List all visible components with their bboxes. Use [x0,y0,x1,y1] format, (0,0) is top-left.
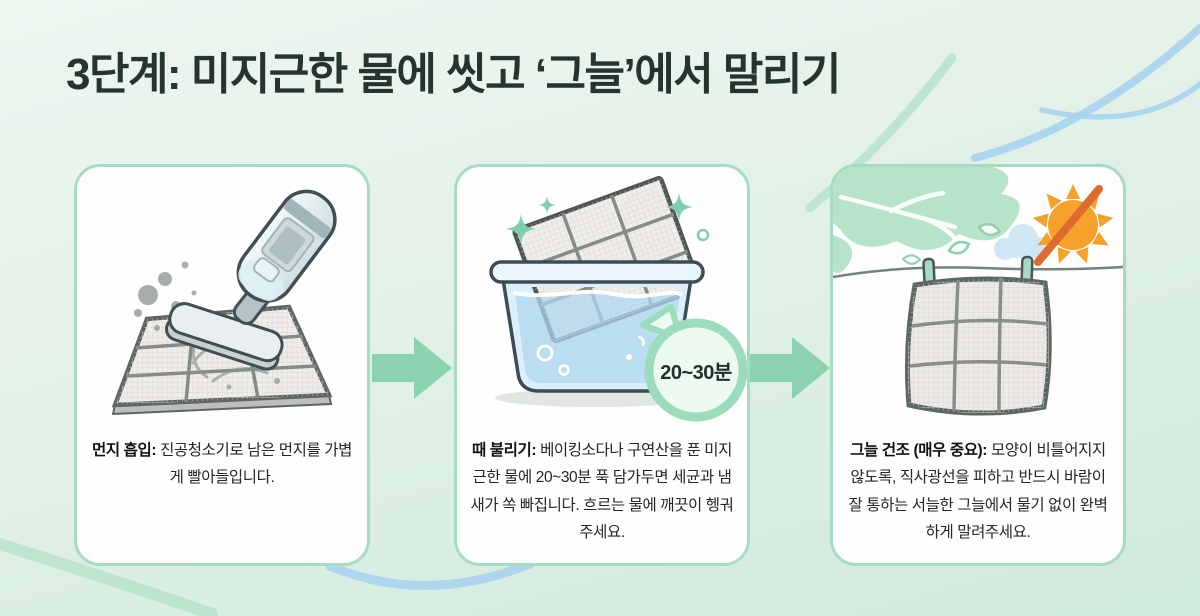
vacuum-body [236,189,337,303]
basin-rim [489,260,705,284]
wind-swoosh-icon [971,24,1200,162]
step-lead-label: 먼지 흡입: [92,442,157,459]
waterline [513,289,682,299]
step-description: 모양이 비틀어지지 않도록, 직사광선을 피하고 반드시 바람이 잘 통하는 서… [848,442,1108,541]
bubbles-icon [536,335,645,376]
clothesline [833,265,1123,279]
page-title: 3단계: 미지근한 물에 씻고 ‘그늘’에서 말리기 [66,50,841,99]
step-description: 베이킹소다나 구연산을 푼 미지근한 물에 20~30분 푹 담가두면 세균과 … [470,442,734,541]
soak-time-badge-label: 20~30분 [660,361,732,384]
water [515,291,680,383]
wind-swoosh-icon [1039,81,1200,120]
dust-particles-icon [134,261,197,331]
step-lead-label: 때 불리기: [472,442,537,459]
vacuum-illustration [77,167,367,432]
soak-time-badge [640,304,747,422]
arrow-right-icon [372,337,452,399]
basin-illustration [457,167,747,432]
step-caption: 그늘 건조 (매우 중요): 모양이 비틀어지지 않도록, 직사광선을 피하고 … [846,437,1110,546]
leaf-swoosh-icon [0,537,218,616]
arrow-right-icon [750,337,830,399]
step-caption: 때 불리기: 베이킹소다나 구연산을 푼 미지근한 물에 20~30분 푹 담가… [470,437,734,546]
tree-branch-icon [833,167,1020,273]
sparkle-icon [506,193,710,244]
step-card-shade-drying: 그늘 건조 (매우 중요): 모양이 비틀어지지 않도록, 직사광선을 피하고 … [830,164,1126,566]
shade-drying-illustration [833,167,1123,432]
vacuum-head [165,302,284,371]
step-caption: 먼지 흡입: 진공청소기로 남은 먼지를 가볍게 빨아들입니다. [90,437,354,492]
step-description: 진공청소기로 남은 먼지를 가볍게 빨아들입니다. [160,442,352,487]
step-card-dust-suction: 먼지 흡입: 진공청소기로 남은 먼지를 가볍게 빨아들입니다. [74,164,370,566]
wind-swoosh-icon [325,559,535,590]
filter-grid [904,276,1052,416]
basin-shadow [495,389,695,407]
step-card-soaking: 20~30분 때 불리기: 베이킹소다나 구연산을 푼 미지근한 물에 20~3… [454,164,750,566]
step-lead-label: 그늘 건조 (매우 중요): [850,442,988,459]
sun-blocked-icon [1032,184,1114,266]
leaf-swoosh-icon [805,53,957,213]
